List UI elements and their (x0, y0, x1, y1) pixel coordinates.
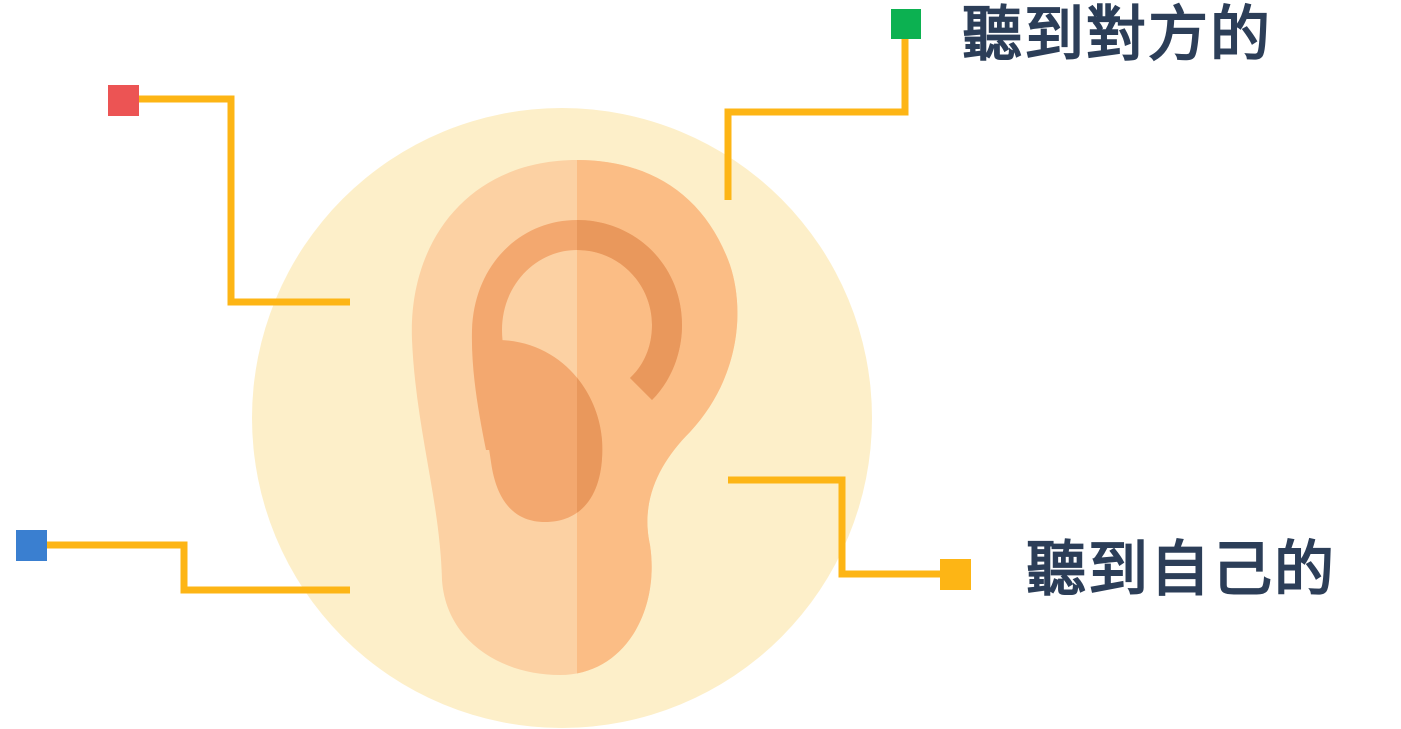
marker-blue (16, 530, 47, 561)
marker-orange (940, 559, 971, 590)
connector-bottom-right (728, 476, 945, 578)
marker-red (108, 85, 139, 116)
connector-top-left (135, 95, 350, 306)
marker-green (891, 9, 921, 39)
ear-concha (476, 340, 603, 522)
connector-top-right (724, 35, 909, 200)
label-top-right: 聽到對方的 (962, 0, 1272, 70)
connector-bottom-left (45, 541, 350, 594)
label-bottom-right: 聽到自己的 (1026, 535, 1336, 605)
